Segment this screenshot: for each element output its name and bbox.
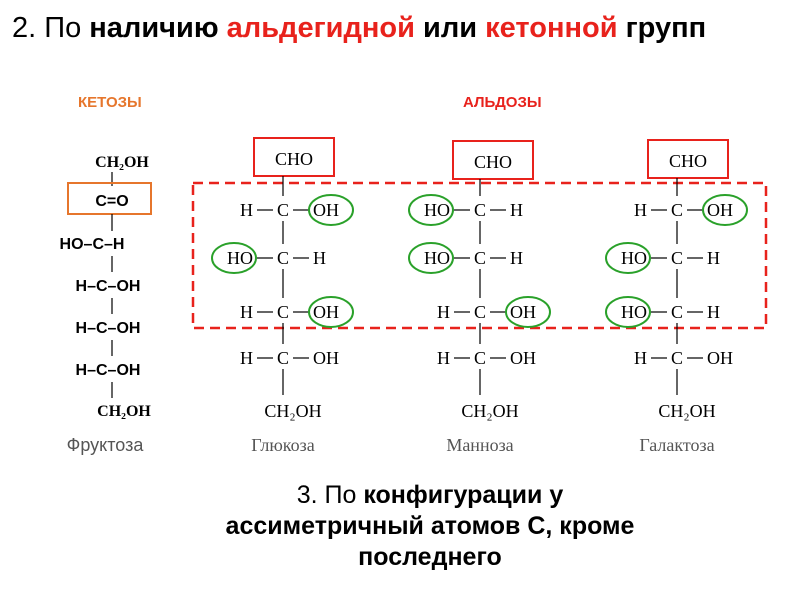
slide-heading: 2. По наличию альдегидной или кетонной г…	[12, 12, 706, 45]
aldose-2-right-group-2: H	[510, 248, 523, 268]
aldose-3-carbon-2: C	[671, 248, 683, 268]
aldose-3-carbon-3: C	[671, 302, 683, 322]
aldose-2-name: Манноза	[446, 435, 513, 455]
hydroxyl-circle	[211, 242, 257, 274]
aldose-3-carbon-1: C	[671, 200, 683, 220]
bottom-line-3: последнего	[358, 543, 502, 571]
aldose-1-carbon-2: C	[277, 248, 289, 268]
aldose-1-bottom-group: CH₂OH	[264, 401, 321, 421]
aldose-3-left-group-3: HO	[621, 302, 647, 322]
hydroxyl-circle	[505, 296, 551, 328]
aldoses-label: АЛЬДОЗЫ	[463, 94, 542, 111]
aldose-1-right-group-4: OH	[313, 348, 339, 368]
aldose-2-aldehyde-box	[452, 140, 534, 180]
aldose-3-right-group-1: OH	[707, 200, 733, 220]
aldose-1-aldehyde-box	[253, 137, 335, 177]
fructose-name: Фруктоза	[67, 435, 145, 455]
aldose-1-right-group-1: OH	[313, 200, 339, 220]
aldose-1-left-group-3: H	[240, 302, 253, 322]
aldose-1-name: Глюкоза	[251, 435, 314, 455]
heading-part1: наличию	[89, 12, 227, 44]
aldose-2-bottom-group: CH₂OH	[461, 401, 518, 421]
aldose-2-aldehyde-group: CHO	[474, 152, 512, 172]
aldose-2-carbon-2: C	[474, 248, 486, 268]
aldose-3-left-group-2: HO	[621, 248, 647, 268]
hydroxyl-circle	[702, 194, 748, 226]
fructose-top-group: CH₂OH	[95, 154, 149, 171]
hydroxyl-circle	[308, 194, 354, 226]
aldose-1-left-group-1: H	[240, 200, 253, 220]
aldose-1-right-group-2: H	[313, 248, 326, 268]
aldose-3-name: Галактоза	[639, 435, 714, 455]
ketoses-label: КЕТОЗЫ	[78, 94, 142, 111]
hydroxyl-circle	[408, 242, 454, 274]
aldose-3-carbon-4: C	[671, 348, 683, 368]
aldose-2-left-group-1: HO	[424, 200, 450, 220]
aldose-3-bottom-group: CH₂OH	[658, 401, 715, 421]
aldose-2-left-group-3: H	[437, 302, 450, 322]
aldose-3-right-group-4: OH	[707, 348, 733, 368]
hydroxyl-circle	[408, 194, 454, 226]
ketone-group-box	[67, 182, 152, 215]
aldose-1-carbon-1: C	[277, 200, 289, 220]
aldose-1-aldehyde-group: CHO	[275, 149, 313, 169]
aldose-2-left-group-2: HO	[424, 248, 450, 268]
aldose-3-aldehyde-group: CHO	[669, 151, 707, 171]
fructose-row-4: H–C–OH	[76, 362, 141, 379]
aldose-1-right-group-3: OH	[313, 302, 339, 322]
aldose-3-left-group-4: H	[634, 348, 647, 368]
heading-or: или	[414, 12, 486, 44]
heading-aldehyde: альдегидной	[226, 12, 415, 44]
heading-ketone: кетонной	[485, 12, 618, 44]
aldose-2-right-group-3: OH	[510, 302, 536, 322]
bottom-line-1: конфигурации у	[363, 481, 564, 509]
aldose-3-left-group-1: H	[634, 200, 647, 220]
hydroxyl-circle	[605, 242, 651, 274]
aldose-2-right-group-1: H	[510, 200, 523, 220]
hydroxyl-circle	[605, 296, 651, 328]
fructose-row-1: HO–C–H	[60, 236, 125, 253]
aldose-2-carbon-1: C	[474, 200, 486, 220]
fructose-bottom-group: CH₂OH	[97, 403, 151, 420]
fructose-carbonyl: C=O	[95, 193, 128, 210]
fructose-row-3: H–C–OH	[76, 320, 141, 337]
aldose-2-carbon-3: C	[474, 302, 486, 322]
asymmetric-centres-frame	[191, 181, 768, 330]
aldose-1-left-group-4: H	[240, 348, 253, 368]
aldose-2-left-group-4: H	[437, 348, 450, 368]
aldose-1-left-group-2: HO	[227, 248, 253, 268]
fructose-row-2: H–C–OH	[76, 278, 141, 295]
aldose-2-right-group-4: OH	[510, 348, 536, 368]
bottom-line-2: ассиметричный атомов С, кроме	[225, 512, 635, 540]
aldose-1-carbon-4: C	[277, 348, 289, 368]
heading-groups: групп	[617, 12, 707, 44]
aldose-2-carbon-4: C	[474, 348, 486, 368]
hydroxyl-circle	[308, 296, 354, 328]
heading-number: 2. По	[12, 12, 90, 44]
aldose-3-right-group-2: H	[707, 248, 720, 268]
aldose-1-carbon-3: C	[277, 302, 289, 322]
bottom-statement: 3. По конфигурации у ассиметричный атомо…	[200, 480, 660, 573]
fructose-structure: CH₂OH C=O HO–C–H H–C–OH H–C–OH H–C–OH CH…	[60, 154, 152, 455]
bottom-number: 3. По	[296, 481, 364, 509]
aldose-3-right-group-3: H	[707, 302, 720, 322]
aldose-3-aldehyde-box	[647, 139, 729, 179]
